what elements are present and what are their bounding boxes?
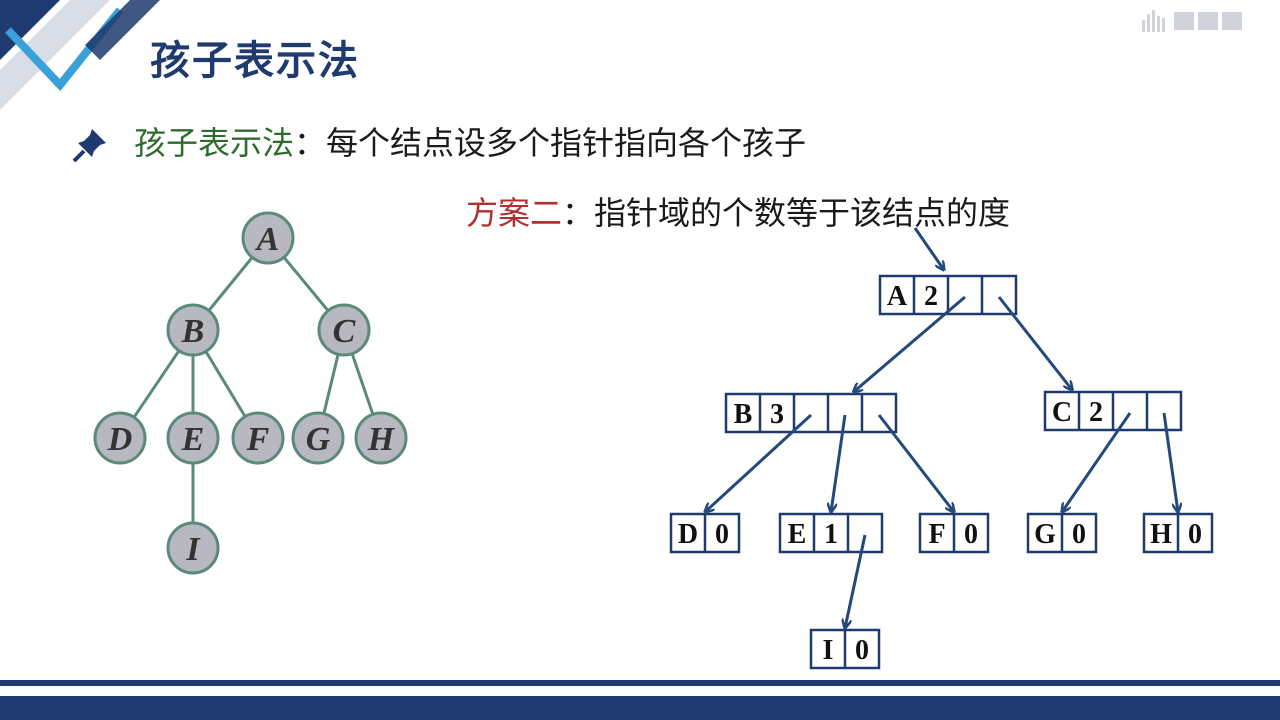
footer-stripe-thin <box>0 680 1280 686</box>
record-data-I: I <box>823 635 834 666</box>
pointer-arrow-C-G <box>1062 412 1132 512</box>
bullet-term: 孩子表示法 <box>134 124 295 162</box>
record-degree-H: 0 <box>1188 519 1202 550</box>
tree-node-label-D: D <box>107 421 133 458</box>
tree-node-label-B: B <box>181 313 205 350</box>
pointer-arrow-B-F <box>877 414 954 512</box>
record-data-E: E <box>788 519 807 550</box>
tree-node-F <box>231 411 285 465</box>
record-degree-B: 3 <box>770 399 784 430</box>
pointer-arrow-E-I <box>845 534 867 628</box>
scheme-text: ：指针域的个数等于该结点的度 <box>562 194 1011 232</box>
record-data-G: G <box>1034 519 1056 550</box>
record-degree-D: 0 <box>715 519 729 550</box>
watermark-logo <box>1142 10 1242 32</box>
record-data-C: C <box>1052 397 1072 428</box>
record-data-A: A <box>887 281 908 312</box>
record-degree-C: 2 <box>1089 397 1103 428</box>
scheme-caption: 方案二：指针域的个数等于该结点的度 <box>466 188 1010 234</box>
bullet-text: ：每个结点设多个指针指向各个孩子 <box>294 124 807 162</box>
scheme-term: 方案二 <box>466 194 563 232</box>
record-data-F: F <box>928 519 945 550</box>
pointer-arrow-A-C <box>997 296 1072 390</box>
pointer-arrow-C-H <box>1162 412 1178 512</box>
tree-node-label-H: H <box>367 421 396 458</box>
tree-node-G <box>291 411 345 465</box>
tree-node-I <box>166 521 220 575</box>
tree-node-A <box>241 211 295 265</box>
pointer-arrow-B-D <box>705 413 813 512</box>
tree-node-E <box>166 411 220 465</box>
record-data-B: B <box>734 399 753 430</box>
corner-decoration <box>0 0 160 110</box>
tree-node-label-E: E <box>181 421 205 458</box>
pointer-arrow-B-E <box>831 414 847 512</box>
record-degree-A: 2 <box>924 281 938 312</box>
tree-node-B <box>166 303 220 357</box>
root-pointer-arrow <box>913 227 944 270</box>
tree-node-label-A: A <box>255 221 280 258</box>
bullet-definition: 孩子表示法：每个结点设多个指针指向各个孩子 <box>72 118 806 164</box>
tree-node-label-C: C <box>333 313 356 350</box>
pushpin-icon <box>72 129 106 163</box>
pointer-arrow-A-B <box>854 295 966 392</box>
tree-node-H <box>354 411 408 465</box>
record-data-D: D <box>678 519 698 550</box>
tree-node-label-I: I <box>185 531 201 568</box>
record-degree-F: 0 <box>964 519 978 550</box>
footer-stripe-thick <box>0 696 1280 720</box>
tree-node-label-F: F <box>246 421 270 458</box>
tree-node-label-G: G <box>306 421 331 458</box>
tree-node-D <box>93 411 147 465</box>
record-degree-I: 0 <box>855 635 869 666</box>
record-degree-G: 0 <box>1072 519 1086 550</box>
slide-title: 孩子表示法 <box>150 38 360 84</box>
record-data-H: H <box>1150 519 1172 550</box>
tree-node-C <box>317 303 371 357</box>
record-degree-E: 1 <box>824 519 838 550</box>
